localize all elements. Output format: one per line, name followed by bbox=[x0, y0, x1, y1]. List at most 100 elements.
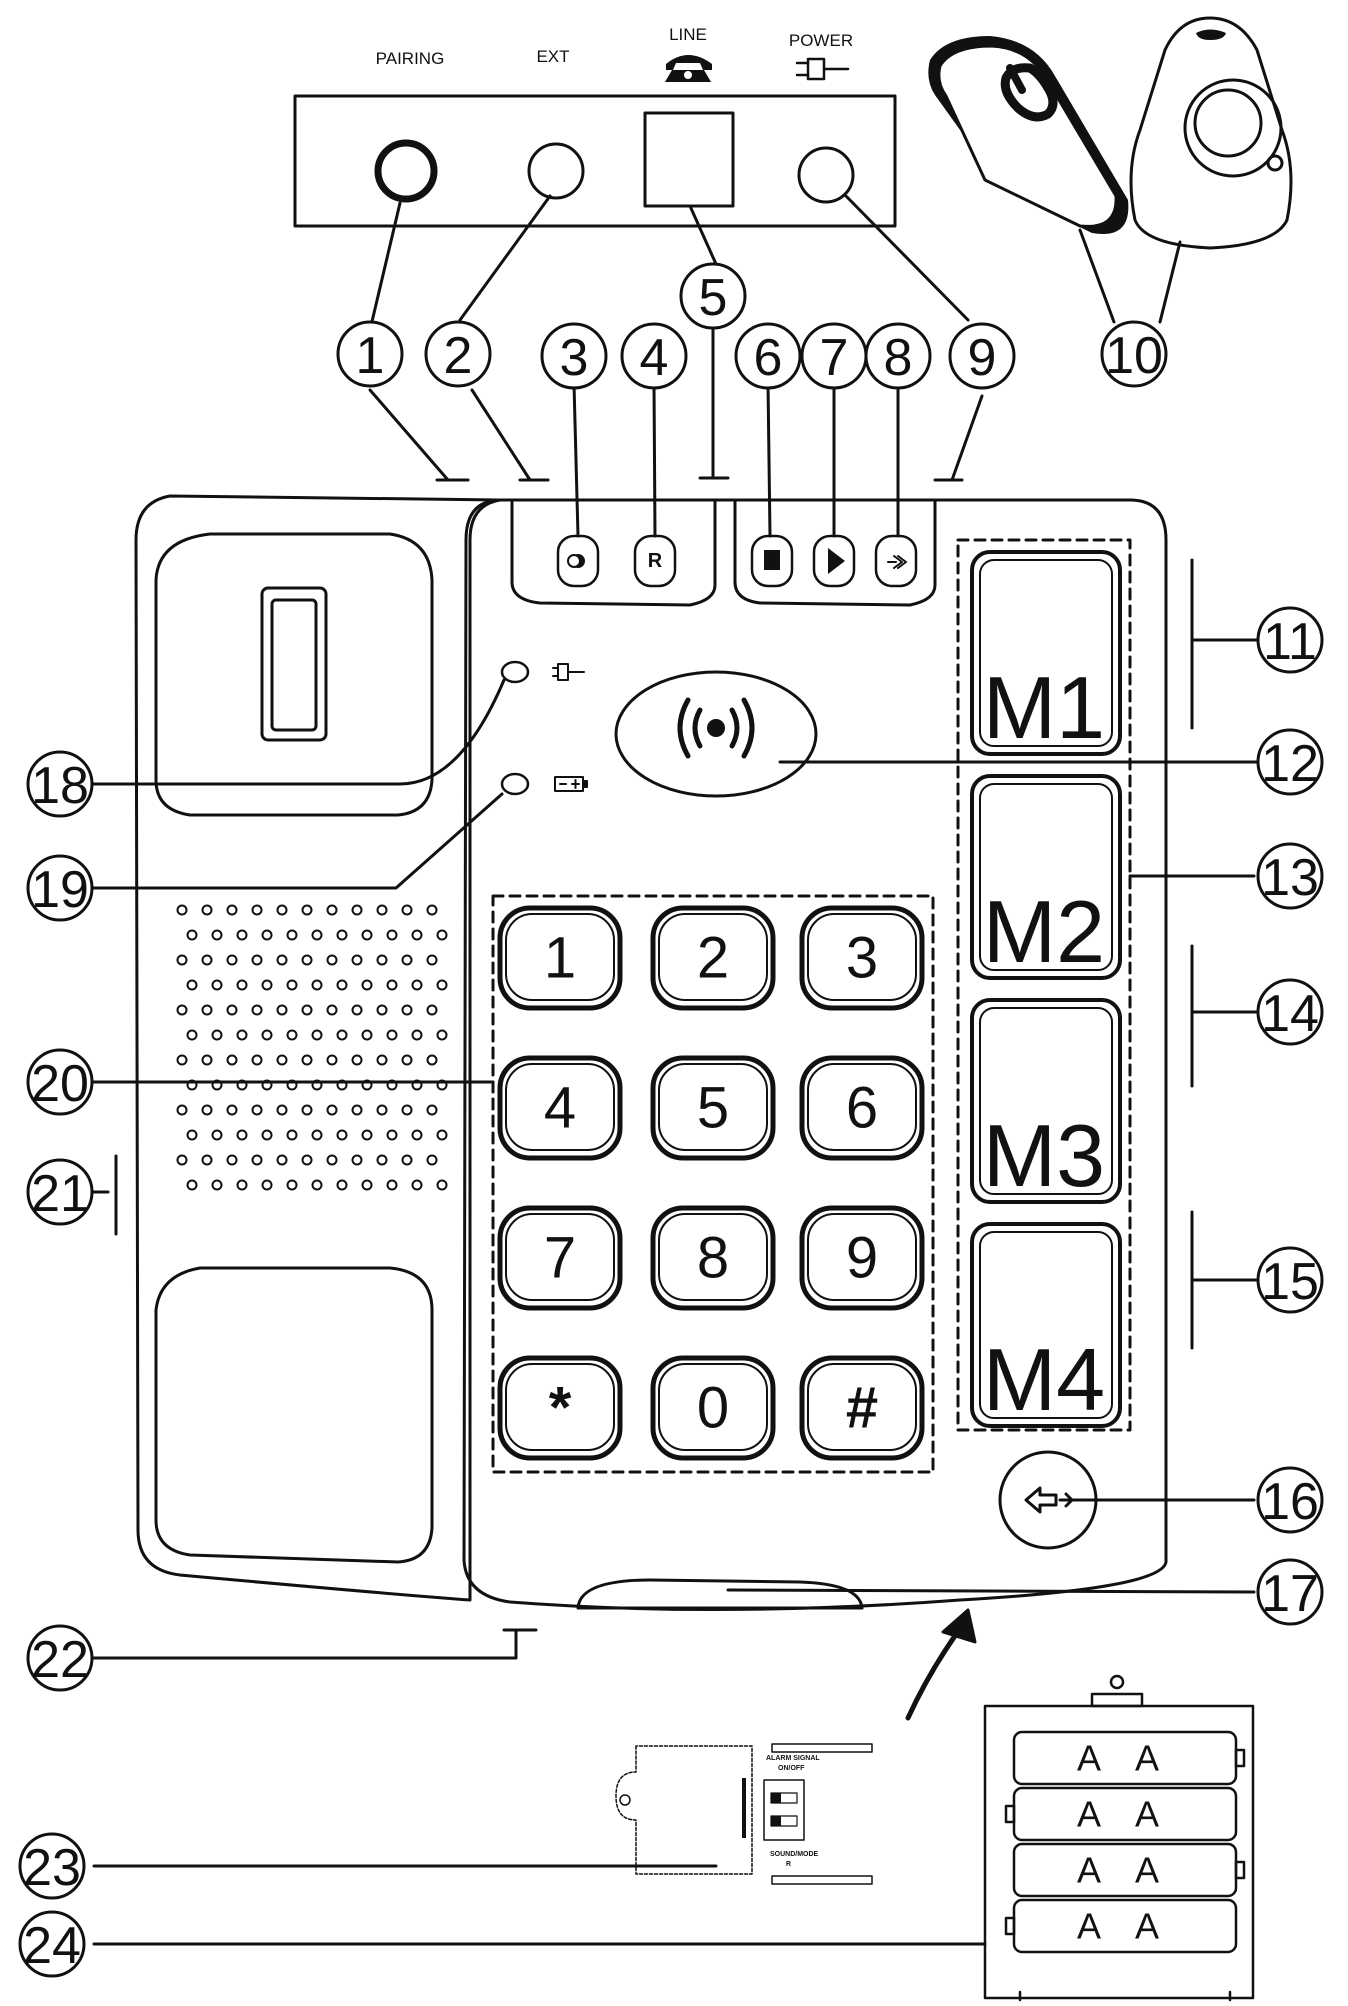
grille-hole bbox=[226, 954, 238, 966]
keypad-key[interactable]: # bbox=[799, 1355, 925, 1461]
grille-hole bbox=[236, 1129, 248, 1141]
grille-hole bbox=[311, 1179, 323, 1191]
grille-hole bbox=[226, 904, 238, 916]
keypad-key[interactable]: 6 bbox=[799, 1055, 925, 1161]
grille-hole bbox=[176, 1154, 188, 1166]
power-label: POWER bbox=[789, 31, 853, 50]
keypad-key[interactable]: 4 bbox=[497, 1055, 623, 1161]
wireless-pendant-buttons bbox=[928, 16, 1293, 250]
redial-label: R bbox=[648, 550, 663, 572]
grille-hole bbox=[236, 1029, 248, 1041]
callout-12: 12 bbox=[1256, 728, 1324, 796]
callout-number: 16 bbox=[1261, 1473, 1319, 1531]
grille-hole bbox=[351, 1054, 363, 1066]
callout-number: 14 bbox=[1261, 985, 1319, 1043]
grille-hole bbox=[351, 1104, 363, 1116]
callout-17: 17 bbox=[1256, 1558, 1324, 1626]
memory-key[interactable]: M2 bbox=[970, 774, 1122, 981]
grille-hole bbox=[226, 1054, 238, 1066]
keypad-key[interactable]: 2 bbox=[650, 905, 776, 1011]
grille-hole bbox=[311, 1129, 323, 1141]
grille-hole bbox=[436, 1179, 448, 1191]
switch-label-bottom: SOUND/MODE bbox=[770, 1851, 819, 1858]
callout-14: 14 bbox=[1256, 978, 1324, 1046]
callout-20: 20 bbox=[26, 1048, 94, 1116]
grille-hole bbox=[301, 1054, 313, 1066]
grille-hole bbox=[376, 1004, 388, 1016]
memory-key-label: M3 bbox=[983, 1106, 1105, 1205]
grille-hole bbox=[186, 1129, 198, 1141]
grille-hole bbox=[211, 1029, 223, 1041]
memory-button[interactable] bbox=[874, 534, 918, 588]
switch-label-top2: ON/OFF bbox=[778, 1765, 805, 1772]
ext-label: EXT bbox=[536, 47, 569, 66]
grille-hole bbox=[226, 1104, 238, 1116]
battery-led bbox=[500, 772, 530, 796]
keypad-key[interactable]: 8 bbox=[650, 1205, 776, 1311]
grille-hole bbox=[361, 1129, 373, 1141]
keypad-key-label: 0 bbox=[697, 1376, 729, 1441]
grille-hole bbox=[201, 904, 213, 916]
line-socket bbox=[643, 111, 735, 208]
wristband-alarm-button bbox=[928, 36, 1129, 235]
stop-button[interactable] bbox=[750, 534, 794, 588]
grille-hole bbox=[251, 1004, 263, 1016]
callout-number: 9 bbox=[968, 329, 997, 387]
grille-hole bbox=[236, 1179, 248, 1191]
grille-hole bbox=[361, 1179, 373, 1191]
grille-hole bbox=[401, 954, 413, 966]
grille-hole bbox=[211, 1179, 223, 1191]
memory-key[interactable]: M1 bbox=[970, 550, 1122, 757]
keypad-key[interactable]: 3 bbox=[799, 905, 925, 1011]
grille-hole bbox=[261, 1029, 273, 1041]
callout-8: 8 bbox=[864, 322, 932, 390]
battery-icon bbox=[554, 776, 588, 792]
phone-body bbox=[134, 494, 1168, 1612]
memory-key-label: M2 bbox=[983, 882, 1105, 981]
grille-hole bbox=[201, 954, 213, 966]
aa-battery-label: A A bbox=[1077, 1906, 1173, 1947]
grille-hole bbox=[351, 1154, 363, 1166]
memory-key[interactable]: M3 bbox=[970, 998, 1122, 1205]
grille-hole bbox=[226, 1004, 238, 1016]
callout-number: 24 bbox=[23, 1917, 81, 1975]
grille-hole bbox=[301, 954, 313, 966]
keypad-key[interactable]: 9 bbox=[799, 1205, 925, 1311]
grille-hole bbox=[251, 954, 263, 966]
keypad-key[interactable]: 5 bbox=[650, 1055, 776, 1161]
keypad-key[interactable]: 7 bbox=[497, 1205, 623, 1311]
aa-battery: A A bbox=[1004, 1898, 1238, 1954]
grille-hole bbox=[411, 979, 423, 991]
grille-hole bbox=[386, 979, 398, 991]
stop-icon bbox=[764, 550, 780, 570]
pairing-button[interactable] bbox=[374, 139, 438, 203]
grille-hole bbox=[251, 1154, 263, 1166]
aa-battery: A A bbox=[1012, 1730, 1246, 1786]
grille-hole bbox=[211, 1129, 223, 1141]
grille-hole bbox=[201, 1104, 213, 1116]
callout-lines bbox=[90, 193, 1262, 1946]
callout-23: 23 bbox=[18, 1832, 86, 1900]
callout-6: 6 bbox=[734, 322, 802, 390]
memory-key-label: M1 bbox=[983, 658, 1105, 757]
grille-hole bbox=[386, 1179, 398, 1191]
grille-hole bbox=[436, 979, 448, 991]
grille-hole bbox=[386, 1029, 398, 1041]
sos-button[interactable] bbox=[614, 670, 818, 798]
aa-battery: A A bbox=[1004, 1786, 1238, 1842]
callout-number: 21 bbox=[31, 1165, 89, 1223]
aa-battery-label: A A bbox=[1077, 1738, 1173, 1779]
grille-hole bbox=[361, 929, 373, 941]
memory-icon bbox=[887, 555, 907, 569]
callout-number: 22 bbox=[31, 1631, 89, 1689]
keypad-key[interactable]: 0 bbox=[650, 1355, 776, 1461]
grille-hole bbox=[326, 1004, 338, 1016]
play-icon bbox=[828, 548, 845, 574]
keypad-key[interactable]: 1 bbox=[497, 905, 623, 1011]
callout-19: 19 bbox=[26, 854, 94, 922]
keypad-key[interactable]: * bbox=[497, 1355, 623, 1461]
memory-key[interactable]: M4 bbox=[970, 1222, 1122, 1429]
keypad-key-label: 4 bbox=[544, 1076, 576, 1141]
power-socket bbox=[797, 146, 855, 204]
